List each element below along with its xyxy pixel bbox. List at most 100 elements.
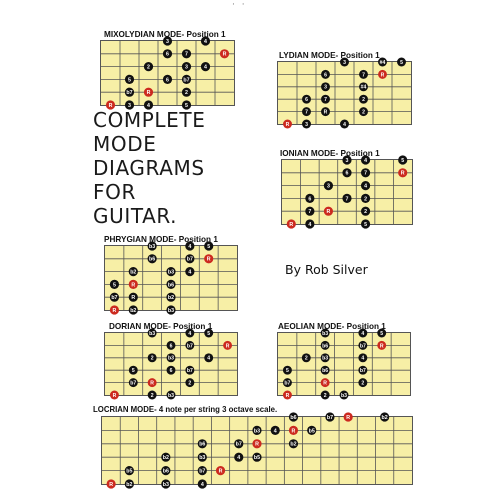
scale-note-marker: b7 xyxy=(358,340,368,350)
note-dot xyxy=(234,439,244,449)
note-dot xyxy=(320,365,330,375)
note-label: R xyxy=(286,122,290,128)
note-label: b7 xyxy=(360,343,366,349)
scale-note-marker: 7 xyxy=(342,193,352,203)
note-dot xyxy=(161,479,171,489)
note-dot xyxy=(185,378,195,388)
note-label: 3 xyxy=(166,39,169,45)
note-label: 5 xyxy=(132,368,135,374)
note-dot xyxy=(197,452,207,462)
note-dot xyxy=(128,378,138,388)
note-dot xyxy=(252,439,262,449)
note-label: 2 xyxy=(362,109,365,115)
note-dot xyxy=(359,82,368,92)
scale-note-marker: b3 xyxy=(147,328,157,338)
scale-note-marker: 3 xyxy=(302,119,311,129)
root-note-marker: R xyxy=(283,119,292,129)
scale-note-marker: 2 xyxy=(143,62,154,72)
note-dot xyxy=(124,74,135,84)
note-dot xyxy=(181,87,192,97)
scale-note-marker: 6 xyxy=(162,74,173,84)
note-label: b6 xyxy=(199,442,205,448)
title-line-2: MODE xyxy=(93,132,157,156)
note-label: 5 xyxy=(113,282,116,288)
note-label: 5 xyxy=(185,103,188,109)
locrian-title: LOCRIAN MODE- 4 note per string 3 octave… xyxy=(93,405,278,414)
scale-note-marker: 6 xyxy=(321,69,330,79)
note-dot xyxy=(342,193,352,203)
note-label: 3 xyxy=(128,103,131,109)
note-dot xyxy=(215,466,226,476)
note-dot xyxy=(359,69,368,79)
note-dot xyxy=(128,279,138,289)
note-label: b3 xyxy=(168,356,174,362)
scale-note-marker: 4 xyxy=(305,219,315,229)
note-label: 4 xyxy=(364,184,367,190)
note-dot xyxy=(200,62,211,72)
scale-note-marker: 4 xyxy=(185,241,195,251)
note-label: b2 xyxy=(168,295,174,301)
note-label: 7 xyxy=(346,196,349,202)
mixolydian-title: MIXOLYDIAN MODE- Position 1 xyxy=(104,30,226,39)
aeolian-title: AEOLIAN MODE- Position 1 xyxy=(278,322,386,331)
note-label: 7 xyxy=(364,171,367,177)
note-label: 4 xyxy=(204,39,207,45)
note-dot xyxy=(124,100,135,110)
scale-note-marker: 3 xyxy=(162,36,173,46)
root-note-marker: R xyxy=(282,390,292,400)
note-label: 4 xyxy=(274,428,277,434)
note-dot xyxy=(320,378,330,388)
scale-note-marker: 4 xyxy=(197,479,207,489)
book-title: COMPLETE MODE DIAGRAMS FOR GUITAR. xyxy=(93,108,205,228)
scale-note-marker: b7 xyxy=(109,292,120,302)
note-dot xyxy=(360,155,371,165)
note-dot xyxy=(302,119,311,129)
scale-note-marker: b5 xyxy=(252,452,262,462)
scale-note-marker: b2 xyxy=(288,439,299,449)
note-label: b7 xyxy=(199,469,205,475)
note-dot xyxy=(360,219,371,229)
note-label: 4 xyxy=(343,122,346,128)
note-dot xyxy=(302,107,311,117)
scale-note-marker: 6 xyxy=(342,168,352,178)
scale-note-marker: #4 xyxy=(378,57,387,67)
scale-note-marker: 4 xyxy=(185,328,195,338)
note-label: 4 xyxy=(361,356,364,362)
note-dot xyxy=(185,267,195,277)
note-dot xyxy=(181,100,192,110)
note-dot xyxy=(166,365,176,375)
scale-note-marker: b2 xyxy=(166,292,176,302)
note-dot xyxy=(339,390,349,400)
note-dot xyxy=(143,87,154,97)
note-dot xyxy=(398,155,408,165)
note-label: R xyxy=(219,469,223,475)
scale-note-marker: 2 xyxy=(147,390,157,400)
note-label: b3 xyxy=(149,331,155,337)
scale-note-marker: b3 xyxy=(252,425,262,435)
note-dot xyxy=(219,49,230,59)
note-dot xyxy=(128,292,138,302)
note-label: 6 xyxy=(166,52,169,58)
note-label: R xyxy=(226,343,230,349)
note-label: R xyxy=(147,90,151,96)
note-dot xyxy=(305,219,315,229)
note-dot xyxy=(128,267,138,277)
note-label: b3 xyxy=(168,270,174,276)
note-dot xyxy=(181,49,192,59)
root-note-marker: R xyxy=(377,340,387,350)
scale-note-marker: 7 xyxy=(181,49,192,59)
lydian-title: LYDIAN MODE- Position 1 xyxy=(279,51,380,60)
note-label: b7 xyxy=(183,77,189,83)
scale-note-marker: 2 xyxy=(359,94,368,104)
note-label: b3 xyxy=(341,393,347,399)
note-label: b7 xyxy=(284,380,290,386)
scale-note-marker: 6 xyxy=(166,340,176,350)
note-dot xyxy=(378,69,387,79)
note-label: 6 xyxy=(170,368,173,374)
note-dot xyxy=(128,305,138,315)
note-label: R xyxy=(346,415,350,421)
scale-note-marker: b7 xyxy=(128,378,138,388)
scale-note-marker: 6 xyxy=(302,94,311,104)
note-label: R xyxy=(286,393,290,399)
